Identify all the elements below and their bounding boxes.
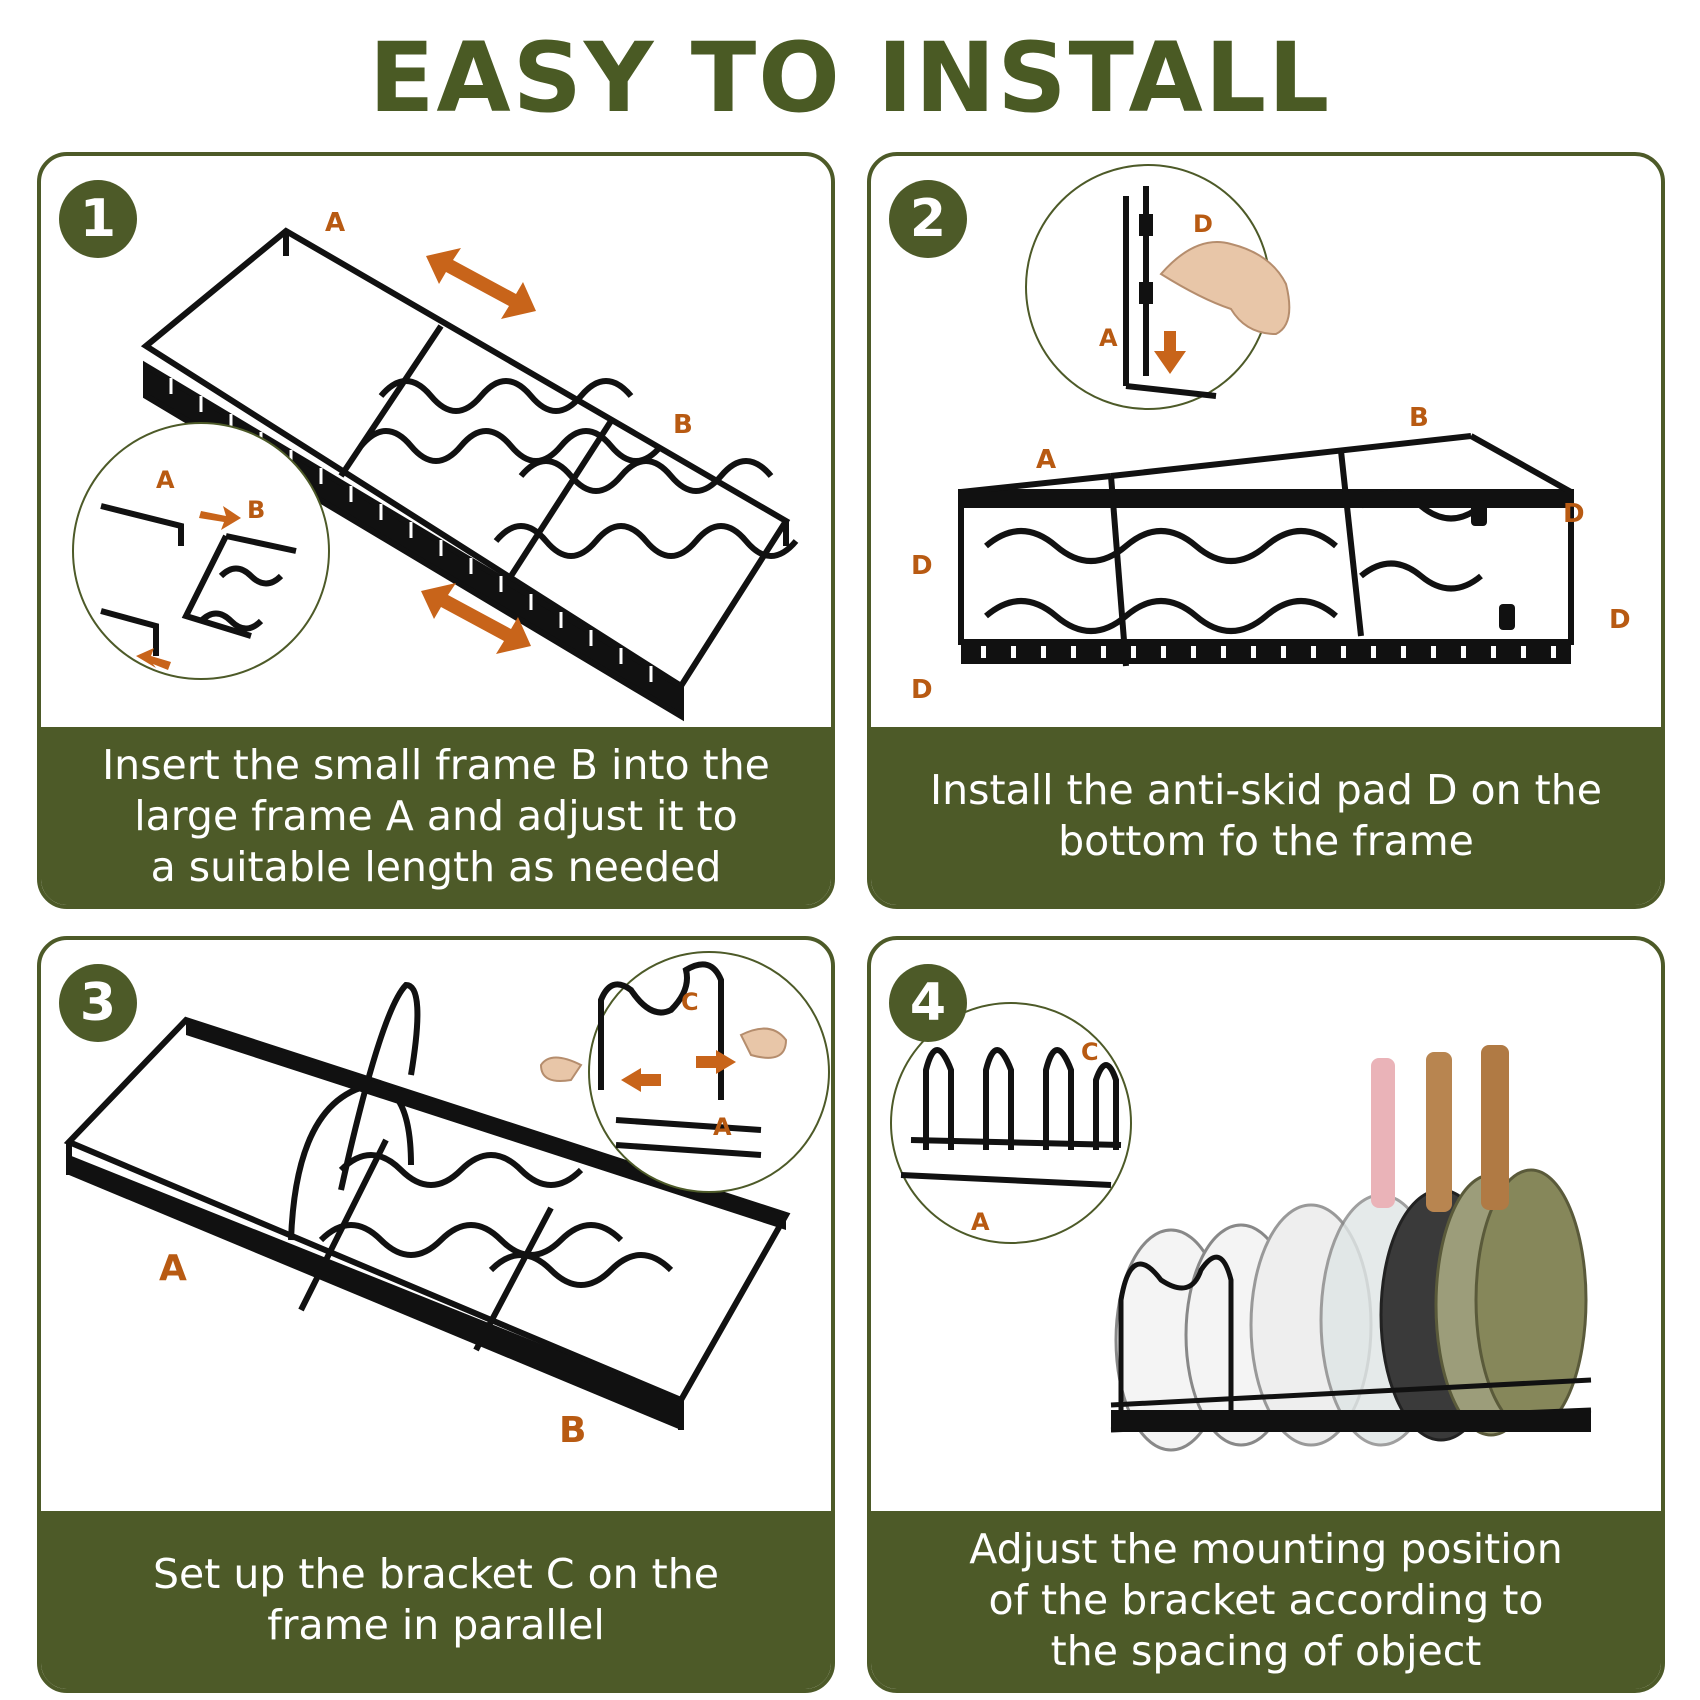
step-number-badge: 2: [889, 180, 967, 258]
page-title: EASY TO INSTALL: [368, 22, 1332, 134]
step-number-badge: 4: [889, 964, 967, 1042]
step-1-illustration: A B A B: [72, 208, 799, 722]
label-a: A: [159, 1248, 187, 1289]
step-caption: Install the anti-skid pad D on the botto…: [871, 727, 1661, 905]
inset-label-c: C: [681, 988, 699, 1016]
step-number-badge: 1: [59, 180, 137, 258]
step-caption: Insert the small frame B into the large …: [41, 727, 831, 905]
inset-label-c: C: [1081, 1038, 1099, 1066]
inset-label-b: B: [247, 496, 265, 524]
label-d-right-bottom: D: [1609, 605, 1631, 635]
step-3-illustration: C A A B: [63, 951, 830, 1451]
label-b: B: [673, 410, 693, 440]
step-caption: Set up the bracket C on the frame in par…: [41, 1511, 831, 1689]
step-caption: Adjust the mounting position of the brac…: [871, 1511, 1661, 1689]
inset-label-a: A: [156, 466, 175, 494]
inset-label-a: A: [713, 1113, 732, 1141]
step-2-panel: D A A: [867, 152, 1665, 909]
step-4-panel: C A 4 Adjust the mounting position of th…: [867, 936, 1665, 1693]
label-b: B: [559, 1410, 586, 1451]
label-d-right-top: D: [1563, 499, 1585, 529]
step-2-illustration: D A A: [911, 164, 1631, 705]
label-d-left-bottom: D: [911, 675, 933, 705]
step-3-panel: C A A B 3 Set up the bracket C on the fr…: [37, 936, 835, 1693]
step-4-illustration: C A: [890, 1002, 1592, 1452]
inset-label-a: A: [971, 1208, 990, 1236]
step-1-panel: A B A B 1 Insert the small frame B into …: [37, 152, 835, 909]
step-number-badge: 3: [59, 964, 137, 1042]
inset-label-a: A: [1099, 324, 1118, 352]
inset-label-d: D: [1193, 210, 1213, 238]
label-a: A: [325, 208, 345, 238]
label-d-left-top: D: [911, 551, 933, 581]
label-b: B: [1409, 403, 1429, 433]
label-a: A: [1036, 445, 1056, 475]
